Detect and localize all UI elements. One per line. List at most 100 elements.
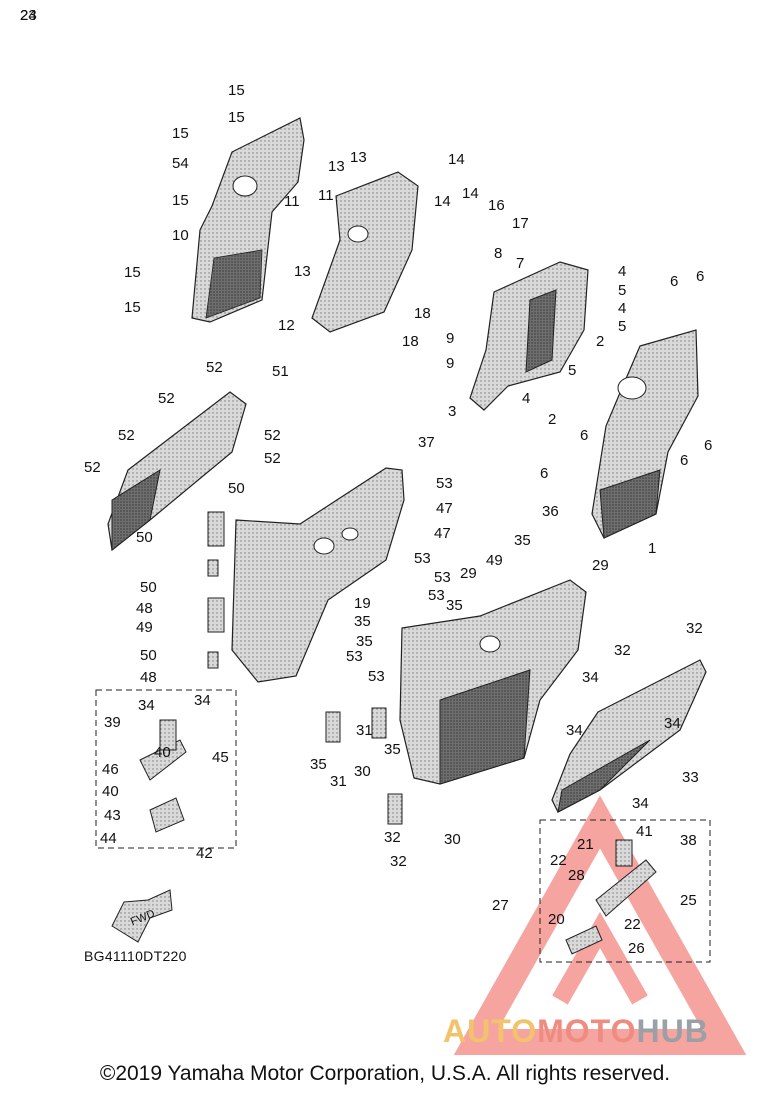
part-callout-8: 8 xyxy=(494,245,502,262)
watermark-logo xyxy=(453,795,747,1055)
part-callout-38: 38 xyxy=(680,832,697,849)
copyright-notice: ©2019 Yamaha Motor Corporation, U.S.A. A… xyxy=(99,1062,671,1085)
part-callout-46: 46 xyxy=(102,761,119,778)
part-callout-19: 19 xyxy=(354,595,371,612)
part-callout-43: 43 xyxy=(104,807,121,824)
part-callout-53: 53 xyxy=(368,668,385,685)
part-callout-7: 7 xyxy=(516,255,524,272)
part-37-door-panel xyxy=(231,467,405,683)
part-callout-23: 23 xyxy=(20,7,37,24)
part-callout-34: 34 xyxy=(664,715,681,732)
part-callout-47: 47 xyxy=(436,500,453,517)
part-callout-53: 53 xyxy=(414,550,431,567)
part-callout-34: 34 xyxy=(582,669,599,686)
part-callout-35: 35 xyxy=(310,756,327,773)
part-callout-4: 4 xyxy=(522,390,530,407)
part-callout-34: 34 xyxy=(632,795,649,812)
part-callout-40: 40 xyxy=(154,744,171,761)
watermark-part2: MOTO xyxy=(537,1013,637,1049)
part-callout-45: 45 xyxy=(212,749,229,766)
part-callout-6: 6 xyxy=(696,268,704,285)
part-callout-52: 52 xyxy=(158,390,175,407)
drawing-code: BG41110DT220 xyxy=(84,948,187,964)
part-callout-48: 48 xyxy=(140,669,157,686)
part-callout-21: 21 xyxy=(577,836,594,853)
part-10-upper-left-cover xyxy=(191,117,305,323)
part-callout-13: 13 xyxy=(294,263,311,280)
part-callout-15: 15 xyxy=(124,264,141,281)
part-callout-34: 34 xyxy=(138,697,155,714)
part-callout-30: 30 xyxy=(444,831,461,848)
part-callout-15: 15 xyxy=(228,109,245,126)
part-callout-15: 15 xyxy=(228,82,245,99)
part-33-right-lower-panel xyxy=(551,659,707,813)
part-callout-5: 5 xyxy=(618,318,626,335)
part-callout-15: 15 xyxy=(172,125,189,142)
part-callout-35: 35 xyxy=(354,613,371,630)
part-callout-52: 52 xyxy=(264,427,281,444)
part-callout-54: 54 xyxy=(172,155,189,172)
part-callout-16: 16 xyxy=(488,197,505,214)
part-callout-11: 11 xyxy=(318,187,334,204)
part-51-left-middle-panel xyxy=(107,391,247,552)
part-callout-3: 3 xyxy=(448,403,456,420)
part-callout-10: 10 xyxy=(172,227,189,244)
part-callout-53: 53 xyxy=(434,569,451,586)
part-callout-40: 40 xyxy=(102,783,119,800)
part-callout-53: 53 xyxy=(436,475,453,492)
part-callout-49: 49 xyxy=(486,552,503,569)
watermark-part3: HUB xyxy=(636,1013,709,1049)
part-callout-34: 34 xyxy=(566,722,583,739)
part-callout-24: 24 xyxy=(20,7,37,24)
part-callout-13: 13 xyxy=(350,149,367,166)
part-callout-52: 52 xyxy=(264,450,281,467)
part-callout-31: 31 xyxy=(356,722,373,739)
hinges xyxy=(207,511,403,825)
part-callout-50: 50 xyxy=(228,480,245,497)
hinge-hardware-38 xyxy=(139,719,187,833)
part-callout-30: 30 xyxy=(354,763,371,780)
part-callout-39: 39 xyxy=(104,714,121,731)
part-callout-29: 29 xyxy=(592,557,609,574)
part-callout-17: 17 xyxy=(512,215,529,232)
part-callout-18: 18 xyxy=(402,333,419,350)
part-callout-32: 32 xyxy=(384,829,401,846)
part-callout-41: 41 xyxy=(636,823,653,840)
part-callout-53: 53 xyxy=(428,587,445,604)
part-callout-47: 47 xyxy=(434,525,451,542)
part-3-bracket xyxy=(469,261,589,411)
part-callout-15: 15 xyxy=(124,299,141,316)
part-callout-35: 35 xyxy=(356,633,373,650)
part-callout-42: 42 xyxy=(196,845,213,862)
part-callout-48: 48 xyxy=(136,600,153,617)
part-callout-50: 50 xyxy=(140,579,157,596)
latch-hardware-20 xyxy=(565,839,657,955)
part-callout-4: 4 xyxy=(618,263,626,280)
part-callout-27: 27 xyxy=(492,897,509,914)
part-callout-35: 35 xyxy=(514,532,531,549)
part-callout-1: 1 xyxy=(648,540,656,557)
part-callout-34: 34 xyxy=(194,692,211,709)
group-38-box xyxy=(95,689,237,849)
part-callout-18: 18 xyxy=(414,305,431,322)
part-callout-44: 44 xyxy=(100,830,117,847)
part-12-inner-panel xyxy=(311,171,419,333)
part-callout-11: 11 xyxy=(284,193,300,210)
part-callout-2: 2 xyxy=(548,411,556,428)
part-callout-31: 31 xyxy=(330,773,347,790)
watermark-part1: AUTO xyxy=(443,1013,538,1049)
part-callout-53: 53 xyxy=(346,648,363,665)
part-callout-50: 50 xyxy=(140,647,157,664)
part-callout-25: 25 xyxy=(680,892,697,909)
part-callout-14: 14 xyxy=(434,193,451,210)
part-callout-29: 29 xyxy=(460,565,477,582)
part-callout-6: 6 xyxy=(704,437,712,454)
part-callout-6: 6 xyxy=(540,465,548,482)
part-callout-52: 52 xyxy=(118,427,135,444)
part-callout-13: 13 xyxy=(328,158,345,175)
part-callout-22: 22 xyxy=(624,916,641,933)
part-callout-12: 12 xyxy=(278,317,295,334)
fwd-arrow-icon: FWD xyxy=(111,889,173,943)
part-callout-14: 14 xyxy=(462,185,479,202)
